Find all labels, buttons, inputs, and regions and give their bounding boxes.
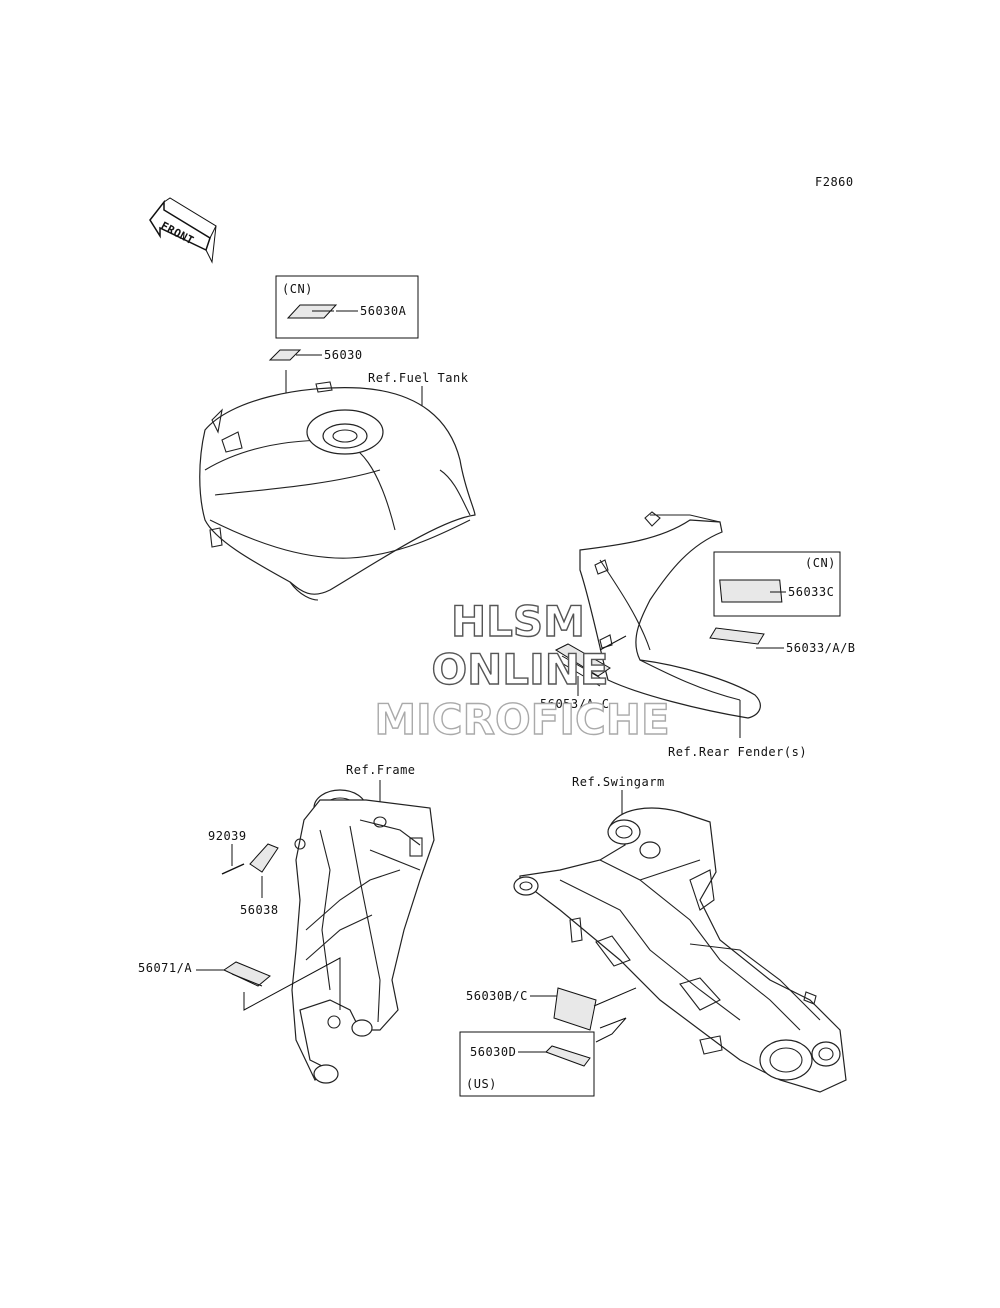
cn-label-1: (CN) (282, 282, 313, 296)
sticker-56030: 56030 (268, 348, 363, 405)
part-56071a: 56071/A (138, 961, 192, 975)
part-56030bc: 56030B/C (466, 989, 528, 1003)
ref-swingarm: Ref.Swingarm (572, 775, 665, 789)
sticker-56038: 56038 (240, 843, 279, 917)
sticker-56033ab: 56033/A/B (709, 627, 856, 655)
cn-label-2: (CN) (805, 556, 836, 570)
watermark-line1: HLSM (451, 597, 585, 646)
ref-frame: Ref.Frame (346, 763, 416, 777)
frame-drawing (291, 789, 435, 1084)
part-56033ab: 56033/A/B (786, 641, 856, 655)
sticker-56053ac: 56053/A~C (540, 635, 627, 711)
part-92039: 92039 (208, 829, 247, 843)
diagram-code: F2860 (815, 175, 854, 189)
part-56033c: 56033C (788, 585, 834, 599)
front-arrow-icon: FRONT (149, 197, 217, 264)
part-56030a: 56030A (360, 304, 407, 318)
ref-rear-fender: Ref.Rear Fender(s) (668, 745, 807, 759)
watermark-line3: MICROFICHE (374, 695, 669, 744)
fuel-tank-drawing (199, 381, 476, 601)
part-56030d: 56030D (470, 1045, 516, 1059)
part-56038: 56038 (240, 903, 279, 917)
front-arrow-label: FRONT (159, 219, 197, 247)
part-56053ac: 56053/A~C (540, 697, 610, 711)
swingarm-drawing (513, 807, 847, 1093)
sticker-56071a: 56071/A (138, 957, 341, 1011)
cn-box-56030a: (CN) 56030A (275, 275, 419, 339)
watermark-line2: ONLINE (431, 645, 608, 694)
ref-fuel-tank: Ref.Fuel Tank (368, 371, 469, 385)
us-box-56030d: 56030D (US) (459, 1031, 595, 1097)
bolt-92039: 92039 (208, 829, 247, 875)
us-label: (US) (466, 1077, 497, 1091)
cn-box-56033c: (CN) 56033C (713, 551, 841, 617)
part-56030: 56030 (324, 348, 363, 362)
rear-fender-drawing (579, 511, 761, 719)
watermark: HLSM ONLINE MICROFICHE (374, 596, 671, 744)
sticker-56030bc: 56030B/C (466, 987, 637, 1043)
